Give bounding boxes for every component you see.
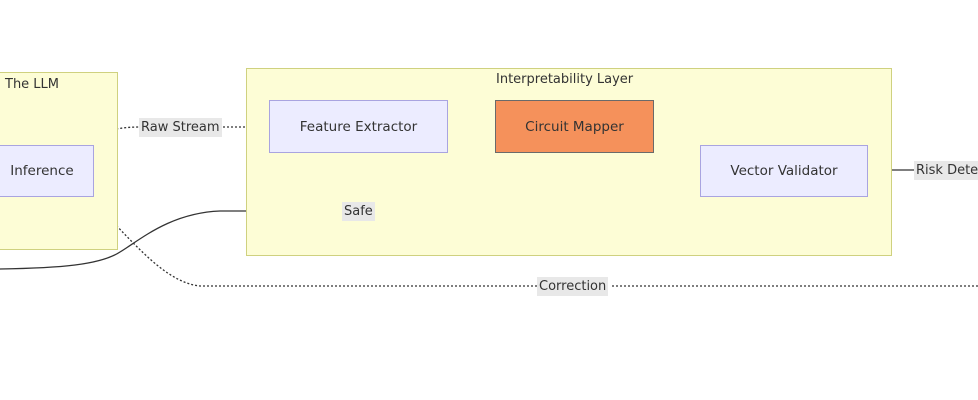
node-vector-validator[interactable]: Vector Validator: [700, 145, 868, 197]
edge-label-risk-detected: Risk Dete: [914, 161, 978, 180]
cluster-title-the-llm: The LLM: [5, 77, 60, 92]
edge-label-raw-stream: Raw Stream: [139, 118, 222, 137]
node-circuit-mapper-label: Circuit Mapper: [525, 118, 624, 135]
node-feature-extractor-label: Feature Extractor: [299, 118, 418, 135]
cluster-title-interpretability-layer: Interpretability Layer: [496, 72, 634, 87]
node-circuit-mapper[interactable]: Circuit Mapper: [495, 100, 654, 153]
edge-label-safe: Safe: [342, 202, 375, 221]
edge-label-correction: Correction: [537, 277, 609, 296]
node-inference[interactable]: Inference: [0, 145, 94, 197]
edge-correction: [88, 198, 978, 287]
node-vector-validator-label: Vector Validator: [730, 163, 838, 179]
node-inference-label: Inference: [10, 163, 74, 179]
node-feature-extractor[interactable]: Feature Extractor: [269, 100, 448, 153]
